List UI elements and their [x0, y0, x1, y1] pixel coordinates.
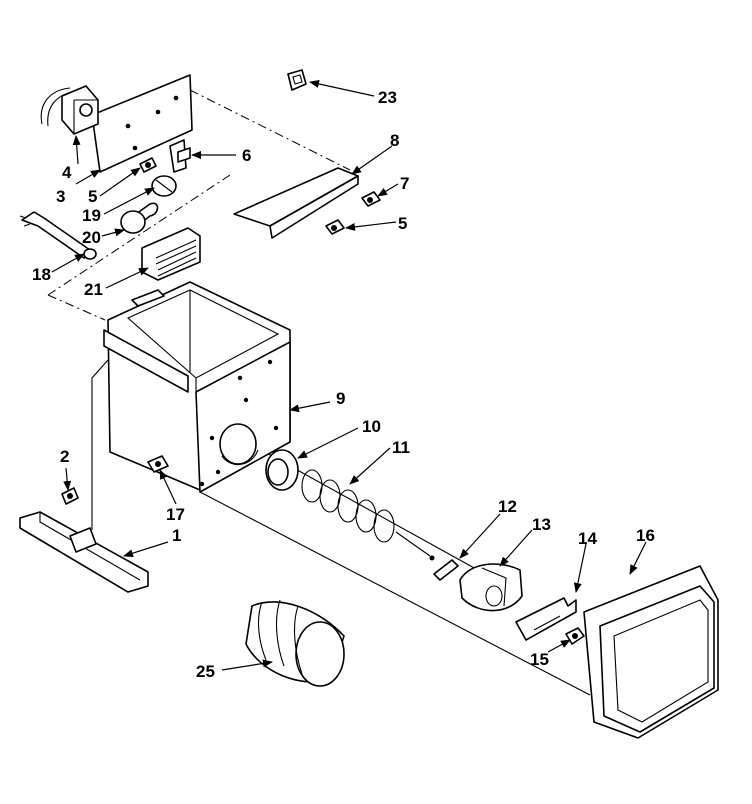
drive-shroud-part-13[interactable] — [459, 563, 523, 612]
callout-8: 8 — [390, 131, 399, 150]
callout-25: 25 — [196, 662, 215, 681]
callout-4: 4 — [62, 163, 72, 182]
nut-part-15[interactable] — [565, 627, 585, 645]
callout-15: 15 — [530, 650, 549, 669]
callout-5-upper: 5 — [88, 187, 97, 206]
callout-17: 17 — [166, 505, 185, 524]
callout-2: 2 — [60, 447, 69, 466]
callout-18: 18 — [32, 265, 51, 284]
callout-23: 23 — [378, 88, 397, 107]
ice-bucket-housing-part-9[interactable] — [103, 281, 291, 493]
rail-part-1[interactable] — [19, 511, 149, 593]
lamp-socket-part-19[interactable] — [151, 175, 177, 197]
bracket-part-14[interactable] — [515, 597, 577, 641]
screw-part-5-upper[interactable] — [139, 157, 157, 173]
callout-19: 19 — [82, 206, 101, 225]
callout-5-lower: 5 — [398, 214, 407, 233]
screw-part-17[interactable] — [147, 455, 169, 473]
light-bulb-part-20[interactable] — [120, 202, 159, 234]
callout-12: 12 — [498, 497, 517, 516]
callout-1: 1 — [172, 526, 181, 545]
callout-20: 20 — [82, 228, 101, 247]
screw-part-2[interactable] — [61, 487, 79, 505]
screw-part-5-lower[interactable] — [325, 219, 345, 235]
bushing-part-10[interactable] — [265, 449, 299, 491]
screw-part-7[interactable] — [361, 191, 381, 207]
auger-spring-part-11[interactable] — [301, 469, 435, 561]
callout-9: 9 — [336, 389, 345, 408]
callout-labels: 23 4 3 5 6 19 20 18 21 8 7 5 9 10 11 12 … — [32, 88, 655, 681]
washer-part-12[interactable] — [433, 559, 459, 581]
callout-13: 13 — [532, 515, 551, 534]
callout-10: 10 — [362, 417, 381, 436]
cover-plate-part-8[interactable] — [233, 167, 359, 239]
callout-6: 6 — [242, 146, 251, 165]
bracket-part-6[interactable] — [169, 139, 191, 173]
callout-3: 3 — [56, 187, 65, 206]
front-cover-part-16[interactable] — [583, 565, 719, 739]
clip-part-23[interactable] — [287, 69, 307, 91]
wire-harness-part-18[interactable] — [19, 211, 97, 260]
lamp-cover-part-21[interactable] — [141, 227, 201, 281]
leader-lines — [51, 80, 647, 671]
callout-7: 7 — [400, 174, 409, 193]
callout-11: 11 — [392, 438, 410, 457]
motor-part-4[interactable] — [40, 85, 99, 135]
callout-16: 16 — [636, 526, 655, 545]
bracket-plate-part-3[interactable] — [91, 74, 193, 173]
callout-21: 21 — [84, 280, 103, 299]
auger-coupling-part-25[interactable] — [245, 599, 345, 687]
callout-14: 14 — [578, 529, 597, 548]
